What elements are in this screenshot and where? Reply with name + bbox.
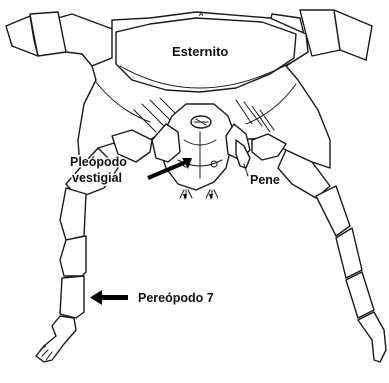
pleopod-label-line2: vestigial: [72, 171, 122, 185]
left-dactylus-claw: [36, 316, 76, 362]
right-lower-leg-propodus: [336, 228, 362, 278]
sternite-label: Esternito: [172, 44, 228, 59]
pereopod-arrow: [90, 290, 128, 305]
left-lower-leg-propodus: [60, 236, 86, 276]
top-mark-label: A: [199, 12, 204, 18]
right-lower-leg-carpus: [316, 186, 350, 236]
right-lower-leg-segment-5: [346, 272, 374, 318]
left-lower-leg-carpus: [60, 188, 86, 240]
left-coxa-segment: [58, 14, 115, 66]
pereopod-label: Pereópodo 7: [138, 291, 214, 305]
left-lower-leg-segment-5: [60, 276, 84, 318]
right-dactylus-claw: [358, 312, 386, 362]
right-leg-segment-2: [334, 10, 372, 60]
pleopod-label-line1: Pleópodo: [70, 155, 127, 169]
penis-label: Pene: [250, 173, 280, 187]
